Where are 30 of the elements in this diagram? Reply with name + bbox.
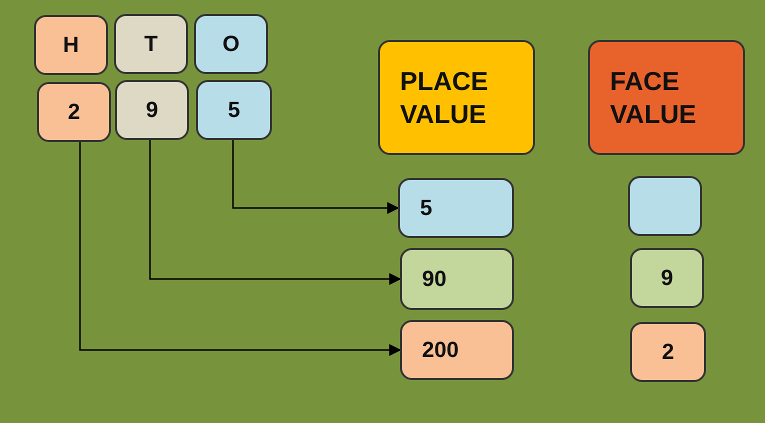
value-box: [588, 40, 745, 155]
box-label: T: [144, 30, 158, 58]
box-label: 200: [422, 336, 459, 364]
value-box: [630, 248, 704, 308]
box-label: 2: [662, 338, 674, 366]
value-box: [194, 14, 268, 74]
empty-box: [628, 176, 702, 236]
box-label: PLACE VALUE: [400, 65, 490, 130]
value-box: [115, 80, 189, 140]
value-box: [630, 322, 706, 382]
value-box: [196, 80, 272, 140]
box-label: O: [222, 30, 240, 58]
box-label: 9: [660, 264, 674, 292]
box-label: 5: [228, 96, 240, 124]
value-box: [400, 320, 514, 380]
box-label: FACE VALUE: [610, 65, 698, 130]
box-label: H: [63, 31, 79, 59]
value-box: [37, 82, 111, 142]
arrow: [149, 140, 402, 285]
value-box: [114, 14, 188, 74]
box-label: 2: [68, 98, 80, 126]
box-label: 9: [146, 96, 158, 124]
arrow: [79, 142, 402, 356]
arrow: [232, 140, 400, 214]
value-box: [34, 15, 108, 75]
box-label: 90: [422, 265, 446, 293]
value-box: [378, 40, 535, 155]
value-box: [398, 178, 514, 238]
box-label: 5: [420, 194, 432, 222]
value-box: [400, 248, 514, 310]
